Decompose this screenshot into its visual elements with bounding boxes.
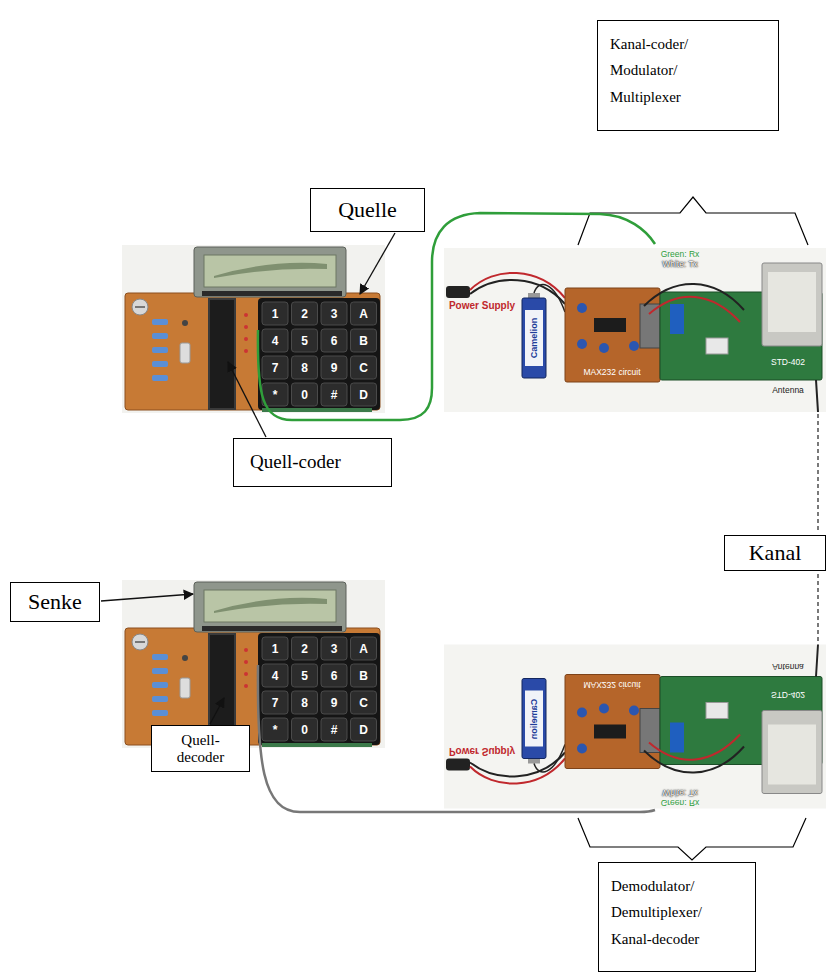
key-legend: 7 (272, 697, 279, 709)
label-box: Quell-coder (233, 438, 392, 487)
part-name: STD-402 (771, 690, 805, 699)
label-box: Kanal (724, 535, 826, 571)
label-box: Quelle (310, 188, 425, 232)
leader-arrow (228, 362, 266, 437)
wire-name: White: Tx (662, 260, 698, 269)
key-legend: D (359, 389, 368, 401)
grey-wire (258, 665, 655, 812)
key-legend: 6 (331, 670, 338, 682)
key-legend: 5 (301, 670, 308, 682)
key-legend: # (331, 389, 338, 401)
radio-link (817, 414, 818, 532)
wire-name: Green: Rx (661, 798, 700, 807)
box-text: Demodulator/ Demultiplexer/ Kanal-decode… (611, 873, 704, 952)
key-legend: D (359, 724, 368, 736)
key-legend: 4 (272, 670, 279, 682)
key-legend: # (331, 724, 338, 736)
box-text: Quelle (338, 198, 397, 222)
photo-annotation: MAX232 circuit (583, 680, 640, 689)
key-legend: C (359, 697, 368, 709)
part-name: STD-402 (771, 358, 805, 367)
box-text: Quell-coder (250, 452, 341, 473)
key-legend: 8 (301, 362, 308, 374)
box-text: Quell-decoder (158, 732, 243, 765)
key-legend: 9 (331, 362, 338, 374)
key-legend: 9 (331, 697, 338, 709)
source-board-photo (122, 245, 385, 413)
battery-print: Camelion (530, 318, 539, 359)
key-legend: 2 (301, 643, 308, 655)
photo-annotation: Power Supply (449, 301, 515, 311)
brace (578, 197, 808, 245)
wire-name: Green: Rx (661, 250, 700, 259)
key-legend: 5 (301, 335, 308, 347)
label-box: Senke (10, 582, 100, 622)
key-legend: * (273, 724, 278, 736)
key-legend: 8 (301, 697, 308, 709)
receiver-board (444, 645, 826, 809)
key-legend: 3 (331, 643, 338, 655)
key-legend: 7 (272, 362, 279, 374)
box-text: Senke (28, 590, 82, 614)
wire-name: White: Tx (662, 788, 698, 797)
brace (578, 818, 806, 860)
box-text: Kanal-coder/ Modulator/ Multiplexer (610, 31, 691, 110)
key-legend: 3 (331, 308, 338, 320)
receiver-photo (444, 645, 826, 809)
battery-print: Camelion (530, 698, 539, 739)
leader-arrow (360, 233, 395, 294)
part-name: Antenna (772, 386, 804, 395)
key-legend: 1 (272, 643, 279, 655)
key-legend: 0 (301, 389, 308, 401)
part-name: Antenna (772, 662, 804, 671)
key-legend: 6 (331, 335, 338, 347)
sink-board-photo (122, 580, 385, 748)
photo-annotation: Power Supply (449, 746, 515, 756)
label-box: Demodulator/ Demultiplexer/ Kanal-decode… (598, 862, 756, 972)
photo-annotation: MAX232 circuit (583, 368, 640, 377)
key-legend: B (359, 670, 368, 682)
label-box: Quell-decoder (151, 725, 250, 772)
key-legend: B (359, 335, 368, 347)
key-legend: 2 (301, 308, 308, 320)
key-legend: 0 (301, 724, 308, 736)
key-legend: * (273, 389, 278, 401)
key-legend: C (359, 362, 368, 374)
leader-arrow (210, 698, 224, 724)
green-wire (258, 213, 655, 420)
box-text: Kanal (749, 541, 802, 565)
key-legend: A (359, 308, 368, 320)
radio-link (817, 574, 818, 643)
key-legend: A (359, 643, 368, 655)
key-legend: 4 (272, 335, 279, 347)
label-box: Kanal-coder/ Modulator/ Multiplexer (597, 20, 779, 131)
key-legend: 1 (272, 308, 279, 320)
leader-arrow (101, 594, 193, 601)
transmitter-photo (444, 248, 826, 412)
